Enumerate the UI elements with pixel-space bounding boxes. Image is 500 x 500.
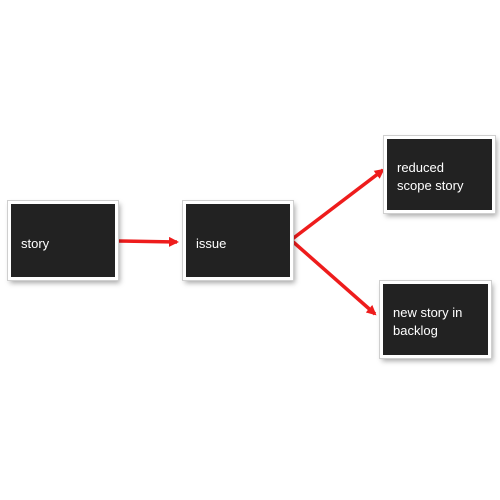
arrow-issue-to-new-story [289,238,377,316]
node-reduced-scope-story-label: reduced scope story [397,160,464,193]
node-new-story-in-backlog: new story in backlog [379,280,492,359]
node-issue-label: issue [196,236,227,251]
arrow-story-to-issue [116,236,179,247]
arrow-issue-to-reduced-scope [289,168,385,242]
node-story-label: story [21,236,50,251]
node-new-story-in-backlog-label: new story in backlog [393,305,463,338]
node-issue: issue [182,200,294,281]
node-reduced-scope-story: reduced scope story [383,135,496,214]
node-story: story [7,200,119,281]
